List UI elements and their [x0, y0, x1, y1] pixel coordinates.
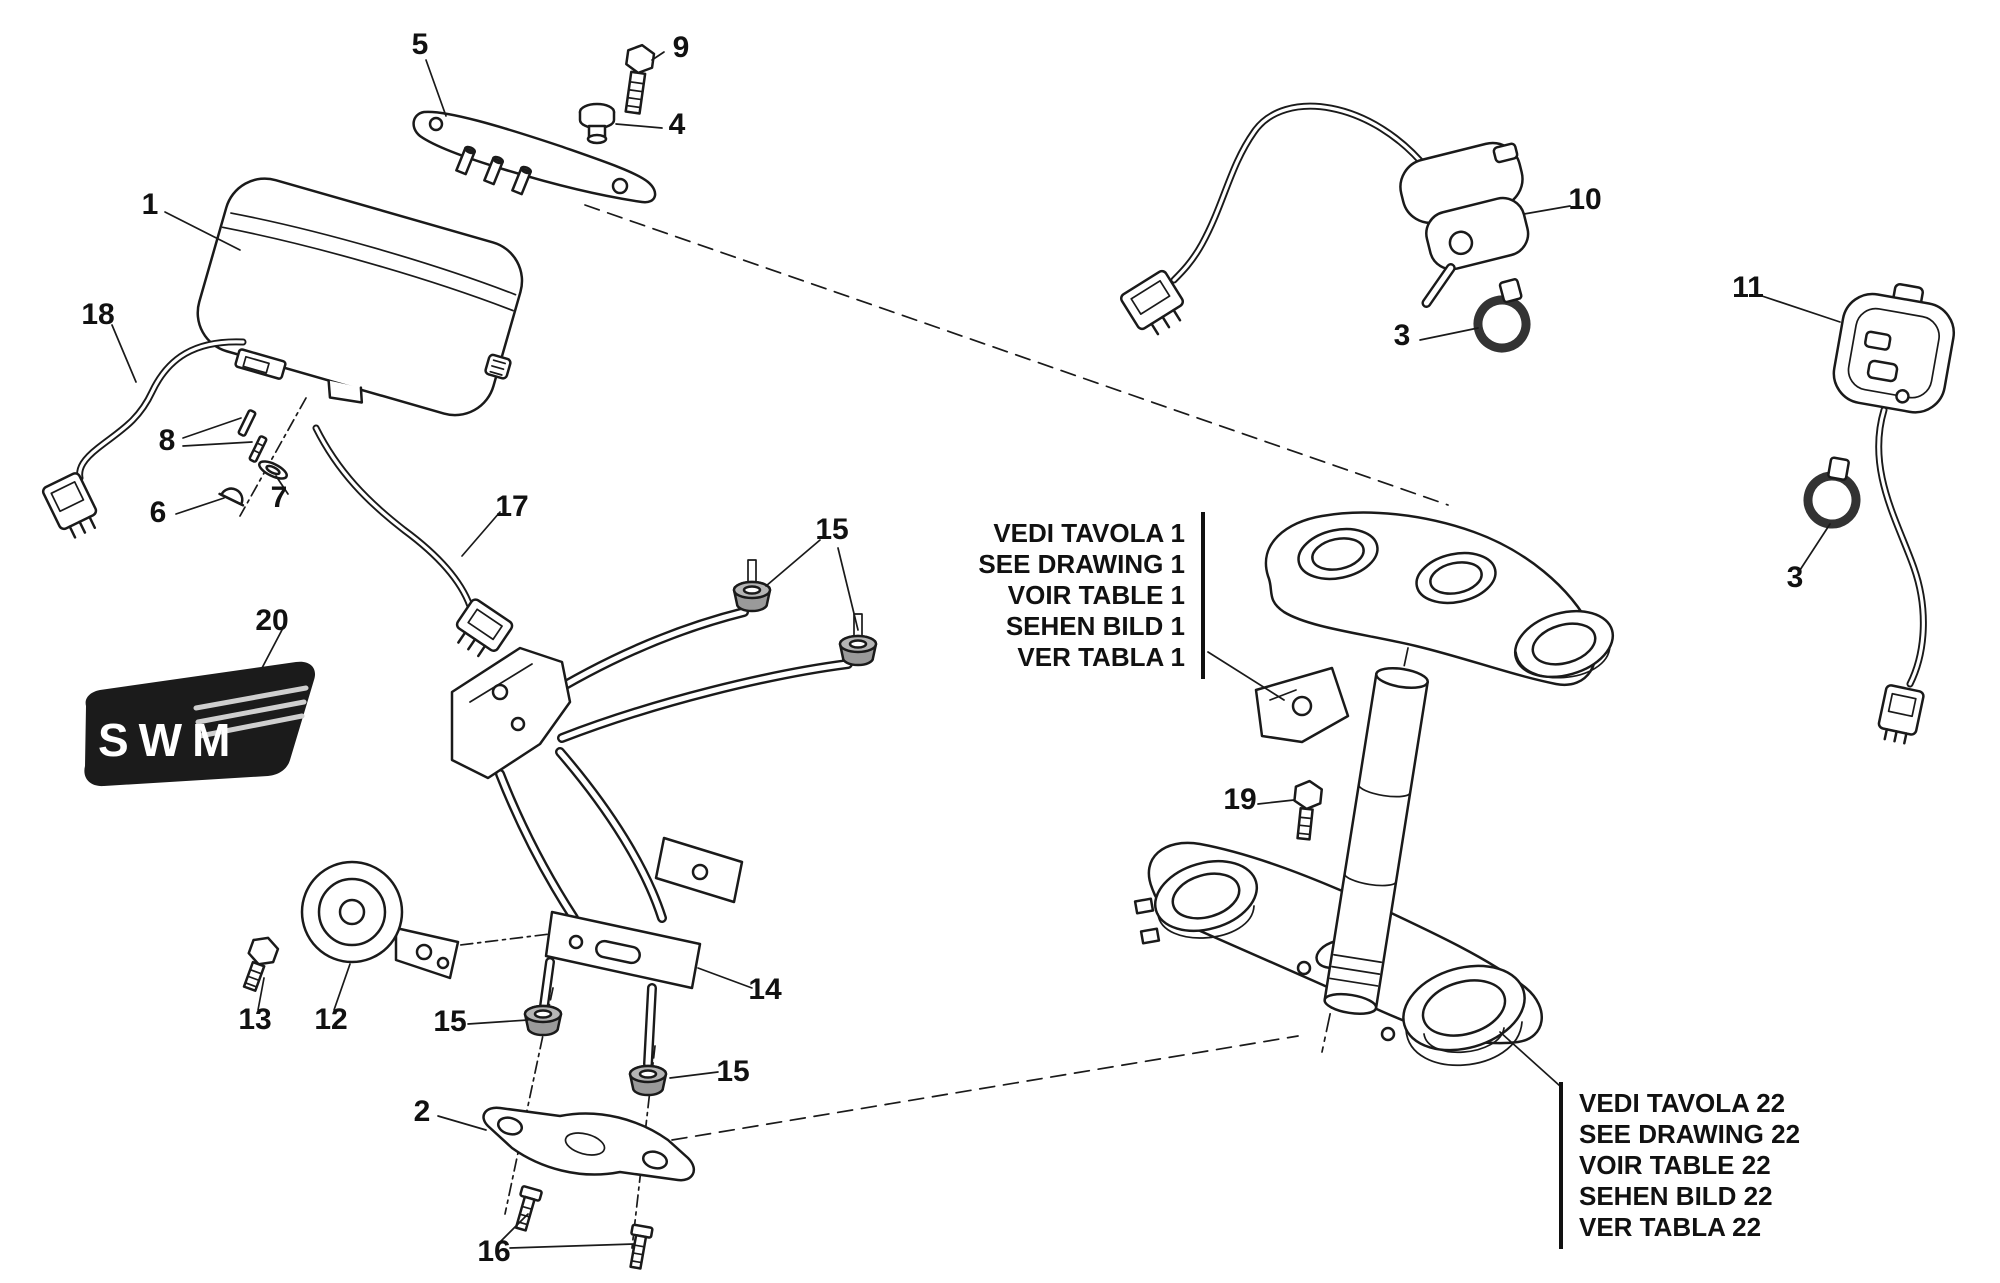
horn-art [300, 860, 460, 980]
refbox-1-line: SEHEN BILD 1 [1005, 611, 1185, 641]
callout-leader-lines [111, 51, 1841, 1249]
mount-bracket-art [412, 110, 657, 204]
swm-logo-text: SWM [98, 714, 240, 766]
callout-part-9: 9 [672, 31, 690, 64]
fasteners-art [218, 409, 288, 507]
callout-part-13: 13 [238, 1003, 272, 1036]
reference-box-table-22: VEDI TAVOLA 22 SEE DRAWING 22 VOIR TABLE… [1559, 1082, 1800, 1249]
bracket-screw-right-art [629, 1223, 654, 1270]
rubber-grommet-top-left [732, 580, 772, 613]
triple-clamp-art [1133, 511, 1615, 1067]
callout-part-10: 10 [1568, 183, 1602, 216]
callout-part-3-right: 3 [1786, 561, 1804, 594]
refbox-1-line: VOIR TABLE 1 [1007, 580, 1185, 610]
refbox-22-line: VEDI TAVOLA 22 [1579, 1088, 1786, 1118]
callout-part-15-lower: 15 [716, 1055, 750, 1088]
callout-part-16: 16 [477, 1235, 511, 1268]
right-switch-art [1832, 283, 1956, 745]
lower-bracket-art [482, 1106, 696, 1182]
refbox-22-line: SEHEN BILD 22 [1579, 1181, 1773, 1211]
bracket-screw-left-art [514, 1185, 543, 1232]
callout-part-6: 6 [149, 496, 167, 529]
bracket-studs [455, 145, 532, 196]
callout-part-12: 12 [314, 1003, 348, 1036]
callout-part-2: 2 [413, 1095, 431, 1128]
callout-part-18: 18 [81, 298, 115, 331]
screw-art [624, 43, 656, 115]
swm-logo-badge: SWM [84, 661, 316, 787]
left-wiring-connector [41, 472, 98, 539]
callout-part-3-left: 3 [1393, 319, 1411, 352]
refbox-1-line: VER TABLA 1 [1017, 642, 1185, 672]
reference-box-table-1: VEDI TAVOLA 1 SEE DRAWING 1 VOIR TABLE 1… [978, 512, 1205, 679]
refbox-22-line: VER TABLA 22 [1579, 1212, 1762, 1242]
callout-part-5: 5 [411, 28, 429, 61]
callout-part-4: 4 [668, 108, 686, 141]
left-switch-connector [1119, 269, 1185, 336]
support-frame-art [450, 559, 863, 1069]
refbox-22-line: SEE DRAWING 22 [1579, 1119, 1801, 1149]
callout-part-11: 11 [1732, 271, 1764, 304]
clamp-left-art [1473, 278, 1531, 353]
right-switch-connector [1877, 684, 1925, 745]
rubber-grommet-top-right [838, 634, 878, 667]
rubber-grommet-middle [523, 1004, 563, 1037]
callout-part-20: 20 [255, 604, 289, 637]
callout-part-14: 14 [748, 973, 782, 1006]
instrument-cluster-art [196, 177, 524, 417]
lower-wiring-connector [455, 598, 514, 658]
callout-part-15-mid: 15 [433, 1005, 467, 1038]
callout-part-19: 19 [1223, 783, 1257, 816]
refbox-1-line: VEDI TAVOLA 1 [993, 518, 1185, 548]
stem-bolt-art [1293, 779, 1324, 841]
callout-part-15-top: 15 [815, 513, 849, 546]
grommet-art [578, 102, 616, 145]
refbox-1-line: SEE DRAWING 1 [978, 549, 1185, 579]
left-switch-art [1119, 102, 1530, 336]
refbox-22-line: VOIR TABLE 22 [1579, 1150, 1771, 1180]
callout-part-7: 7 [270, 481, 288, 514]
steering-stem [1323, 666, 1429, 1015]
speedo-wiring-left-art [41, 338, 247, 539]
callout-part-17: 17 [495, 490, 529, 523]
rubber-grommet-lower [628, 1064, 668, 1097]
callout-part-8: 8 [158, 424, 176, 457]
horn-bolt-art [242, 936, 280, 992]
speedo-wiring-lower-art [312, 424, 514, 658]
callout-part-1: 1 [141, 188, 159, 221]
clamp-right-art [1803, 456, 1861, 529]
